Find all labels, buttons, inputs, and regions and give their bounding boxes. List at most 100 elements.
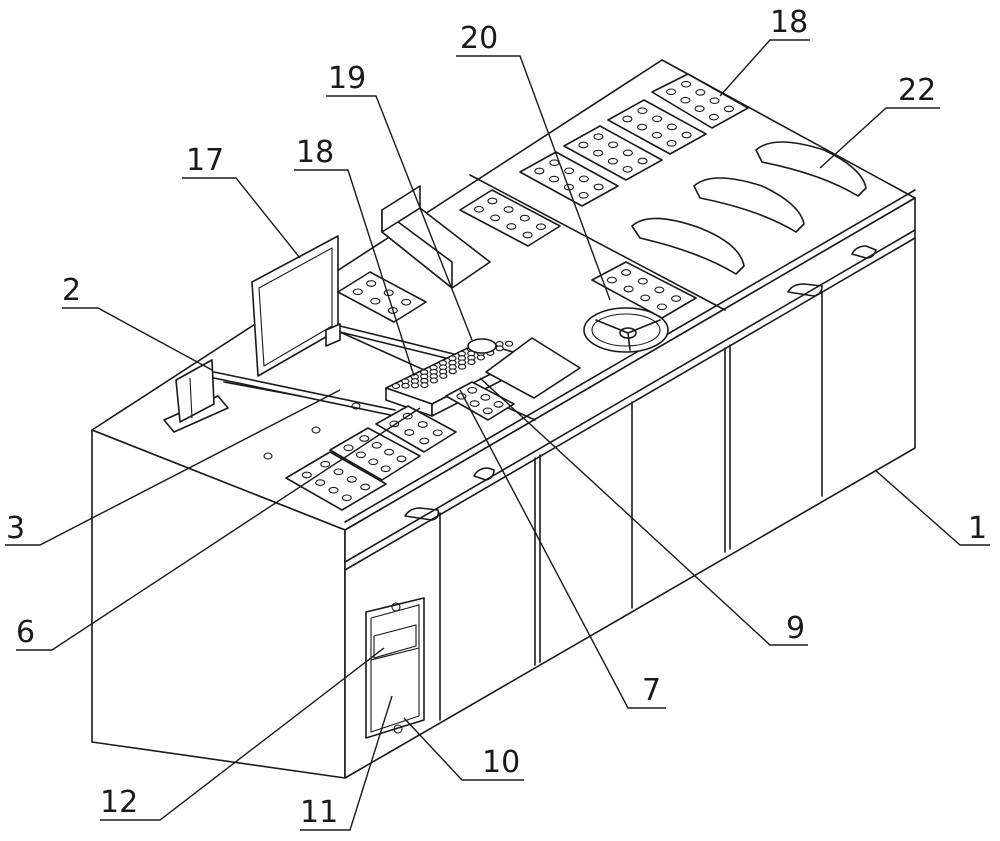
panel-button[interactable]: [593, 133, 604, 141]
panel-button[interactable]: [654, 286, 665, 294]
panel-button[interactable]: [368, 458, 379, 466]
panel-button[interactable]: [708, 113, 719, 121]
panel-button[interactable]: [366, 280, 377, 287]
panel-button[interactable]: [519, 214, 530, 222]
panel-button[interactable]: [637, 123, 648, 131]
panel-button[interactable]: [608, 141, 619, 149]
panel-button[interactable]: [578, 175, 589, 183]
keypad-key[interactable]: [504, 340, 514, 347]
panel-button[interactable]: [709, 97, 720, 105]
panel-button[interactable]: [534, 167, 545, 175]
panel-button[interactable]: [549, 175, 560, 183]
door-handle[interactable]: [787, 283, 823, 297]
keypad-key[interactable]: [420, 382, 429, 389]
keypad-key[interactable]: [448, 368, 457, 375]
panel-button[interactable]: [578, 191, 589, 199]
panel-button[interactable]: [301, 471, 312, 479]
panel-button[interactable]: [549, 159, 560, 167]
keypad-key[interactable]: [495, 345, 504, 352]
panel-button[interactable]: [564, 167, 575, 175]
keypad-key[interactable]: [401, 382, 410, 389]
panel-button[interactable]: [320, 460, 331, 468]
panel-button[interactable]: [640, 294, 651, 302]
panel-button[interactable]: [352, 288, 363, 296]
keypad-key[interactable]: [457, 363, 467, 370]
panel-button[interactable]: [432, 429, 443, 437]
panel-button[interactable]: [637, 277, 648, 285]
panel-button[interactable]: [503, 206, 514, 213]
panel-button[interactable]: [671, 295, 682, 302]
panel-button[interactable]: [695, 89, 706, 96]
panel-button[interactable]: [333, 468, 344, 476]
panel-button[interactable]: [666, 88, 677, 96]
panel-button[interactable]: [482, 407, 493, 415]
panel-button[interactable]: [346, 476, 357, 483]
panel-button[interactable]: [621, 269, 632, 276]
panel-button[interactable]: [480, 394, 491, 401]
panel-button[interactable]: [535, 223, 547, 231]
panel-button[interactable]: [681, 131, 692, 139]
panel-button[interactable]: [384, 448, 395, 456]
panel-button[interactable]: [637, 107, 648, 115]
panel-button[interactable]: [355, 451, 366, 459]
panel-button[interactable]: [493, 401, 504, 408]
panel-button[interactable]: [522, 231, 533, 239]
keypad-key[interactable]: [467, 359, 476, 366]
panel-button[interactable]: [419, 437, 430, 445]
panel-button[interactable]: [371, 441, 382, 449]
panel-button[interactable]: [467, 386, 478, 394]
panel-button[interactable]: [315, 479, 326, 486]
door-handle[interactable]: [473, 467, 495, 481]
callout-12: 12: [100, 785, 138, 820]
panel-button[interactable]: [417, 421, 428, 428]
panel-button[interactable]: [396, 455, 407, 463]
panel-button[interactable]: [623, 285, 634, 293]
panel-button[interactable]: [681, 80, 692, 88]
panel-button[interactable]: [578, 141, 589, 149]
panel-button[interactable]: [622, 165, 633, 173]
keypad-key[interactable]: [410, 382, 420, 389]
panel-button[interactable]: [607, 157, 618, 165]
panel-button[interactable]: [487, 197, 498, 205]
panel-button[interactable]: [637, 157, 648, 165]
inspection-window: [365, 597, 425, 739]
panel-button[interactable]: [473, 205, 485, 213]
panel-button[interactable]: [622, 149, 633, 157]
panel-button[interactable]: [694, 105, 705, 113]
monitor: [251, 235, 341, 377]
panel-button[interactable]: [328, 486, 339, 494]
panel-button[interactable]: [723, 105, 734, 113]
callout-18-right: 18: [770, 5, 808, 40]
panel-button[interactable]: [370, 297, 381, 305]
panel-button[interactable]: [380, 465, 391, 473]
panel-button[interactable]: [593, 183, 604, 191]
panel-button[interactable]: [656, 303, 667, 311]
panel-button[interactable]: [343, 444, 354, 452]
button-panel: [607, 99, 707, 155]
panel-button[interactable]: [666, 123, 677, 131]
panel-button[interactable]: [341, 494, 352, 502]
panel-button[interactable]: [404, 429, 415, 436]
panel-button[interactable]: [401, 298, 412, 306]
panel-button[interactable]: [490, 214, 501, 222]
keypad-key[interactable]: [429, 377, 439, 384]
panel-button[interactable]: [680, 96, 691, 104]
keypad-key[interactable]: [391, 383, 401, 389]
steering-wheel[interactable]: [583, 307, 669, 353]
panel-button[interactable]: [622, 115, 633, 123]
panel-button[interactable]: [666, 139, 677, 147]
panel-button[interactable]: [593, 149, 604, 157]
panel-button[interactable]: [652, 115, 663, 123]
door-handle[interactable]: [404, 507, 440, 521]
keypad-key[interactable]: [439, 372, 448, 379]
panel-button[interactable]: [506, 223, 517, 230]
keypad-key[interactable]: [476, 354, 486, 361]
panel-button[interactable]: [389, 420, 400, 428]
throttle-levers[interactable]: [631, 141, 867, 275]
panel-button[interactable]: [360, 483, 371, 491]
door-handle[interactable]: [851, 245, 877, 259]
panel-button[interactable]: [606, 276, 617, 284]
panel-button[interactable]: [359, 435, 370, 442]
panel-button[interactable]: [469, 400, 480, 407]
panel-button[interactable]: [651, 131, 662, 139]
